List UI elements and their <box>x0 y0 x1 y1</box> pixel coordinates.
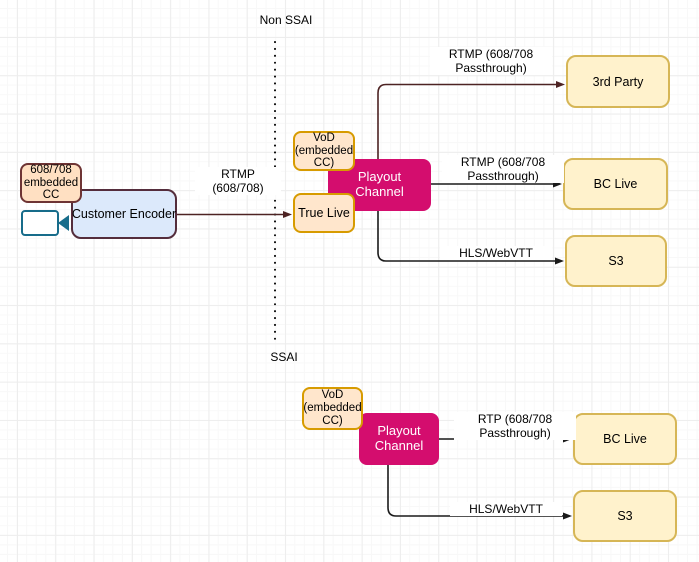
edge-label-line: RTMP (608/708 <box>448 47 534 61</box>
non-ssai-label: Non SSAI <box>259 13 313 27</box>
edge-label-hls-webvtt-top: HLS/WebVTT <box>440 246 552 261</box>
node-true-live: True Live <box>293 193 355 233</box>
edge-label-hls-webvtt-bottom: HLS/WebVTT <box>450 502 562 517</box>
edge-label-rtmp-passthrough-3rd-party: RTMP (608/708 Passthrough) <box>430 47 552 76</box>
playout-line: Playout <box>357 169 402 185</box>
edge-label-line: (608/708) <box>212 181 264 196</box>
node-playout-channel-bottom: Playout Channel <box>359 413 439 465</box>
edge-label-rtp-passthrough: RTP (608/708 Passthrough) <box>454 412 576 441</box>
node-vod-embedded-cc-top: VoD (embedded CC) <box>293 131 355 171</box>
vod-line: (embedded <box>294 144 354 157</box>
playout-line: Channel <box>355 184 404 199</box>
arrowhead-third-party <box>556 81 565 88</box>
node-vod-embedded-cc-bottom: VoD (embedded CC) <box>302 387 363 430</box>
node-bc-live-bottom: BC Live <box>573 413 677 465</box>
playout-line: Playout <box>377 423 421 439</box>
node-s3-top: S3 <box>565 235 667 287</box>
edge-label-line: RTMP (608/708 <box>460 155 546 169</box>
vod-line: CC) <box>313 157 335 170</box>
edge-label-line: Passthrough) <box>479 426 551 441</box>
playout-line: Channel <box>374 438 424 453</box>
vod-line: VoD <box>313 131 335 144</box>
arrowhead-true-live <box>283 211 292 218</box>
edge-playout-to-s3 <box>377 211 556 262</box>
edge-label-line: RTP (608/708 <box>477 412 553 426</box>
cc-608-708-badge: 608/708 embedded CC <box>20 163 82 203</box>
badge-line: embedded <box>23 176 79 189</box>
node-bc-live-top: BC Live <box>563 158 668 210</box>
edge-playout2-to-s3 <box>387 465 564 517</box>
video-camera-icon <box>21 210 69 236</box>
edge-label-line: Passthrough) <box>467 169 539 184</box>
node-s3-bottom: S3 <box>573 490 677 542</box>
node-customer-encoder: Customer Encoder <box>71 189 177 239</box>
ssai-label: SSAI <box>270 350 298 364</box>
vod-line: VoD <box>321 389 344 402</box>
edge-playout-to-third-party <box>377 83 557 159</box>
edge-label-line: Passthrough) <box>455 61 527 76</box>
edge-label-rtmp-608-708: RTMP (608/708) <box>195 167 281 196</box>
vod-line: CC) <box>322 414 343 427</box>
edge-label-rtmp-passthrough-bc-live: RTMP (608/708 Passthrough) <box>442 155 564 184</box>
arrowhead-s3-bottom <box>563 512 572 520</box>
badge-line: 608/708 <box>30 163 72 176</box>
arrowhead-s3 <box>555 257 564 265</box>
vod-line: (embedded <box>303 402 362 415</box>
edge-label-line: RTMP <box>221 167 255 181</box>
node-3rd-party: 3rd Party <box>566 55 670 108</box>
badge-line: CC <box>42 189 60 202</box>
